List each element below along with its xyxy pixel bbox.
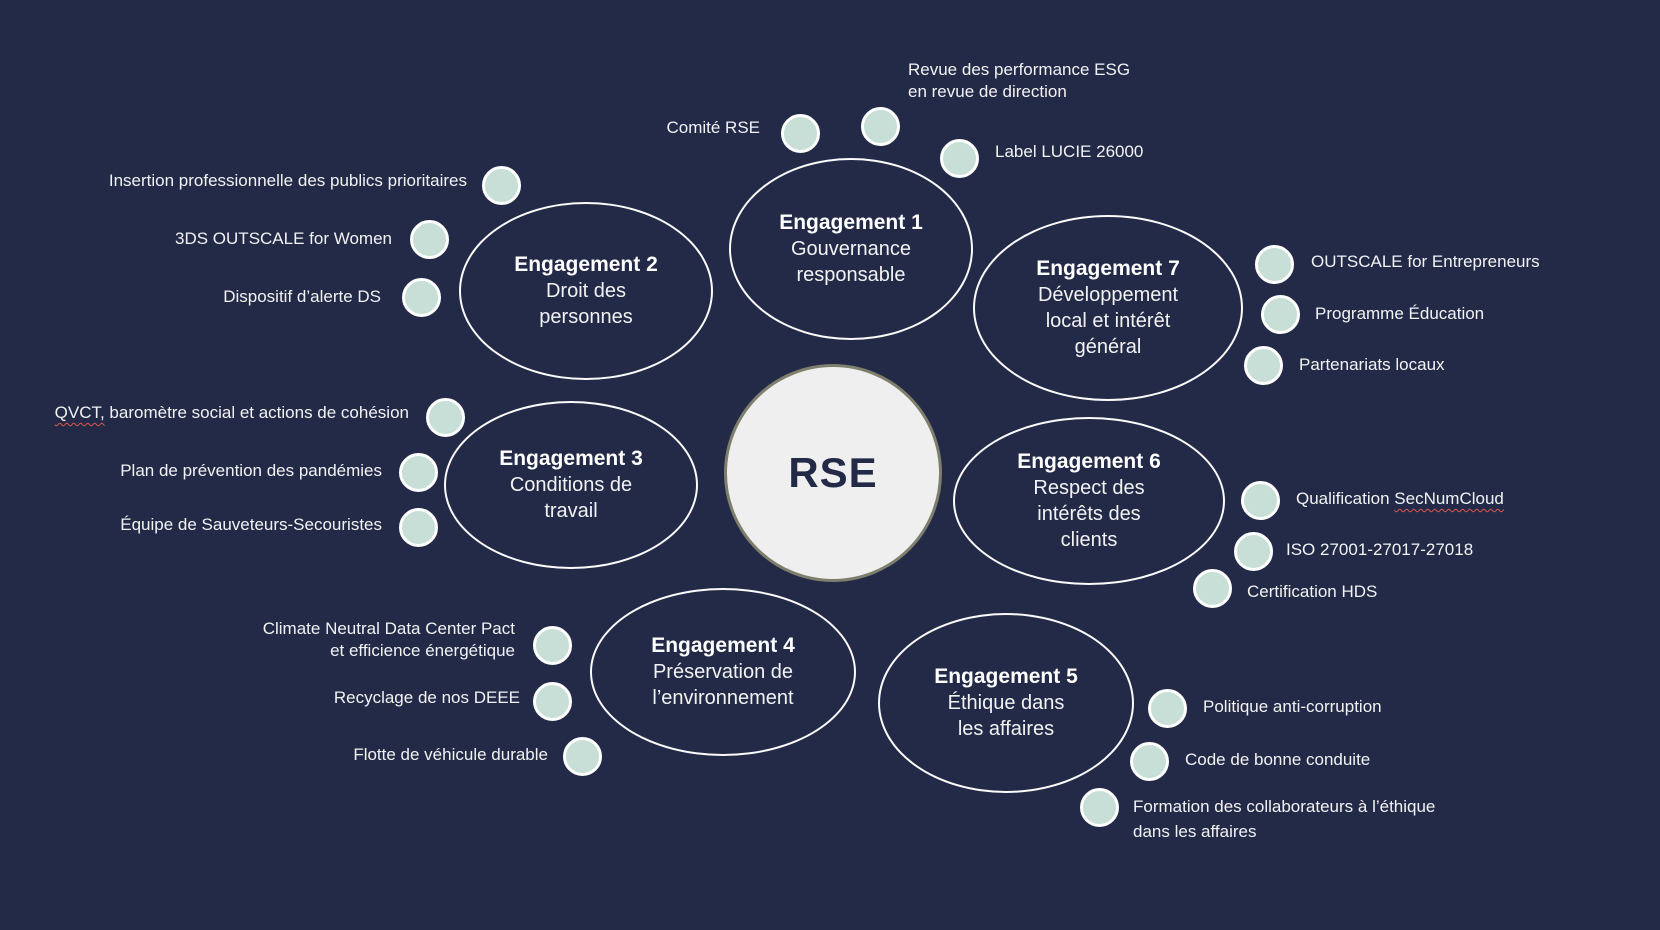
- label-iso: ISO 27001-27017-27018: [1286, 540, 1474, 559]
- label-entrepreneurs: OUTSCALE for Entrepreneurs: [1311, 252, 1540, 271]
- label-lucie: Label LUCIE 26000: [995, 142, 1144, 161]
- dot-climate: [533, 626, 572, 665]
- label-anticorruption: Politique anti-corruption: [1203, 697, 1382, 716]
- label-outscale-women: 3DS OUTSCALE for Women: [175, 229, 392, 248]
- dot-hds: [1193, 569, 1232, 608]
- dot-anticorruption: [1148, 689, 1187, 728]
- label-hds: Certification HDS: [1247, 582, 1378, 601]
- label-qvct-rest: baromètre social et actions de cohésion: [104, 403, 409, 422]
- dot-partenariats: [1244, 346, 1283, 385]
- label-qvct-squiggle-word: QVCT,: [54, 403, 105, 422]
- dot-secouristes: [399, 508, 438, 547]
- dot-entrepreneurs: [1255, 245, 1294, 284]
- label-formation: Formation des collaborateurs à l’éthique…: [1133, 797, 1436, 841]
- dot-dispositif: [402, 278, 441, 317]
- dot-formation: [1080, 788, 1119, 827]
- label-comite-rse: Comité RSE: [666, 118, 760, 137]
- label-deee: Recyclage de nos DEEE: [333, 688, 520, 707]
- label-insertion: Insertion professionnelle des publics pr…: [108, 171, 467, 190]
- label-conduite: Code de bonne conduite: [1185, 750, 1371, 769]
- dot-outscale-women: [410, 220, 449, 259]
- dot-deee: [533, 682, 572, 721]
- label-qvct: QVCT, baromètre social et actions de coh…: [55, 402, 409, 424]
- label-secnumcloud-squiggle-word: SecNumCloud: [1394, 489, 1504, 508]
- engagement-4-title: Engagement 4: [651, 634, 795, 657]
- dot-qvct: [426, 398, 465, 437]
- dot-flotte: [563, 737, 602, 776]
- engagement-3-title: Engagement 3: [499, 447, 643, 470]
- label-dispositif: Dispositif d’alerte DS: [223, 287, 381, 306]
- label-secnumcloud-prefix: Qualification: [1296, 489, 1395, 508]
- dot-insertion: [482, 166, 521, 205]
- dot-comite-rse: [781, 114, 820, 153]
- engagement-2-title: Engagement 2: [514, 253, 658, 276]
- label-secnumcloud: Qualification SecNumCloud: [1296, 488, 1504, 510]
- center-circle-rse: RSE: [724, 364, 942, 582]
- engagement-6-title: Engagement 6: [1017, 450, 1161, 473]
- dot-conduite: [1130, 742, 1169, 781]
- engagement-5-title: Engagement 5: [934, 665, 1078, 688]
- dot-secnumcloud: [1241, 481, 1280, 520]
- dot-iso: [1234, 532, 1273, 571]
- dot-education: [1261, 295, 1300, 334]
- dot-label-lucie: [940, 139, 979, 178]
- engagement-7-title: Engagement 7: [1036, 257, 1180, 280]
- label-education: Programme Éducation: [1315, 304, 1485, 323]
- label-partenariats: Partenariats locaux: [1299, 355, 1445, 374]
- dot-pandemies: [399, 453, 438, 492]
- label-flotte: Flotte de véhicule durable: [353, 745, 548, 764]
- center-label: RSE: [788, 449, 878, 496]
- engagement-1-title: Engagement 1: [779, 211, 923, 234]
- label-pandemies: Plan de prévention des pandémies: [120, 461, 382, 480]
- label-secouristes: Équipe de Sauveteurs-Secouristes: [120, 515, 382, 534]
- dot-revue-esg: [861, 107, 900, 146]
